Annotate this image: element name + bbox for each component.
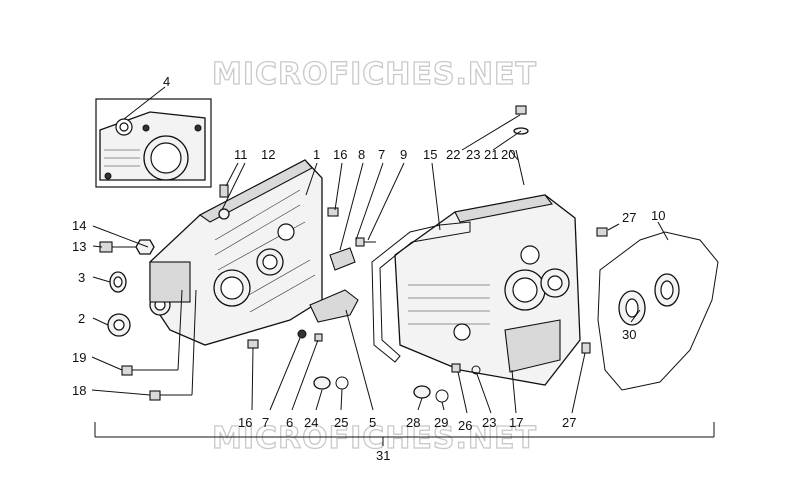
callout-4: 4 bbox=[163, 74, 170, 89]
callout-29: 29 bbox=[434, 415, 448, 430]
inset-detail-view bbox=[95, 86, 212, 188]
callout-7-top: 7 bbox=[378, 147, 385, 162]
watermark-bottom: MICROFICHES.NET bbox=[212, 421, 537, 456]
cover-gasket bbox=[597, 231, 719, 391]
bearing-large bbox=[618, 290, 646, 326]
watermark-top: MICROFICHES.NET bbox=[212, 57, 537, 92]
callout-24: 24 bbox=[304, 415, 318, 430]
callout-8: 8 bbox=[358, 147, 365, 162]
seal-3 bbox=[109, 271, 127, 293]
callout-18: 18 bbox=[72, 383, 86, 398]
callout-11: 11 bbox=[234, 147, 248, 162]
callout-7-bottom: 7 bbox=[262, 415, 269, 430]
callout-23-bottom: 23 bbox=[482, 415, 496, 430]
callout-12: 12 bbox=[261, 147, 275, 162]
callout-23-top: 23 bbox=[466, 147, 480, 162]
callout-10: 10 bbox=[651, 208, 665, 223]
callout-15: 15 bbox=[423, 147, 437, 162]
bearing-2 bbox=[107, 313, 131, 337]
small-fasteners bbox=[99, 105, 608, 403]
callout-16-top: 16 bbox=[333, 147, 347, 162]
callout-26: 26 bbox=[458, 418, 472, 433]
callout-1: 1 bbox=[313, 147, 320, 162]
callout-19: 19 bbox=[72, 350, 86, 365]
callout-21: 21 bbox=[484, 147, 498, 162]
leader-lines bbox=[91, 114, 669, 414]
callout-labels: 4 11 12 1 16 8 7 9 15 22 23 21 20 10 27 … bbox=[72, 74, 665, 463]
callout-6: 6 bbox=[286, 415, 293, 430]
callout-31: 31 bbox=[376, 448, 390, 463]
housing-gasket bbox=[371, 221, 471, 363]
callout-25: 25 bbox=[334, 415, 348, 430]
callout-2: 2 bbox=[78, 311, 85, 326]
callout-30: 30 bbox=[622, 327, 636, 342]
callout-3: 3 bbox=[78, 270, 85, 285]
callout-13: 13 bbox=[72, 239, 86, 254]
callout-27-top: 27 bbox=[622, 210, 636, 225]
callout-20: 20 bbox=[501, 147, 515, 162]
callout-9: 9 bbox=[400, 147, 407, 162]
center-gearbox-housing bbox=[394, 194, 581, 386]
callout-5: 5 bbox=[369, 415, 376, 430]
bearing-30 bbox=[654, 273, 680, 307]
callout-14: 14 bbox=[72, 218, 86, 233]
callout-22: 22 bbox=[446, 147, 460, 162]
callout-16-bottom: 16 bbox=[238, 415, 252, 430]
callout-27-bottom: 27 bbox=[562, 415, 576, 430]
assembly-bracket bbox=[94, 422, 715, 446]
callout-17: 17 bbox=[509, 415, 523, 430]
left-gearbox-housing bbox=[149, 159, 323, 346]
callout-28: 28 bbox=[406, 415, 420, 430]
